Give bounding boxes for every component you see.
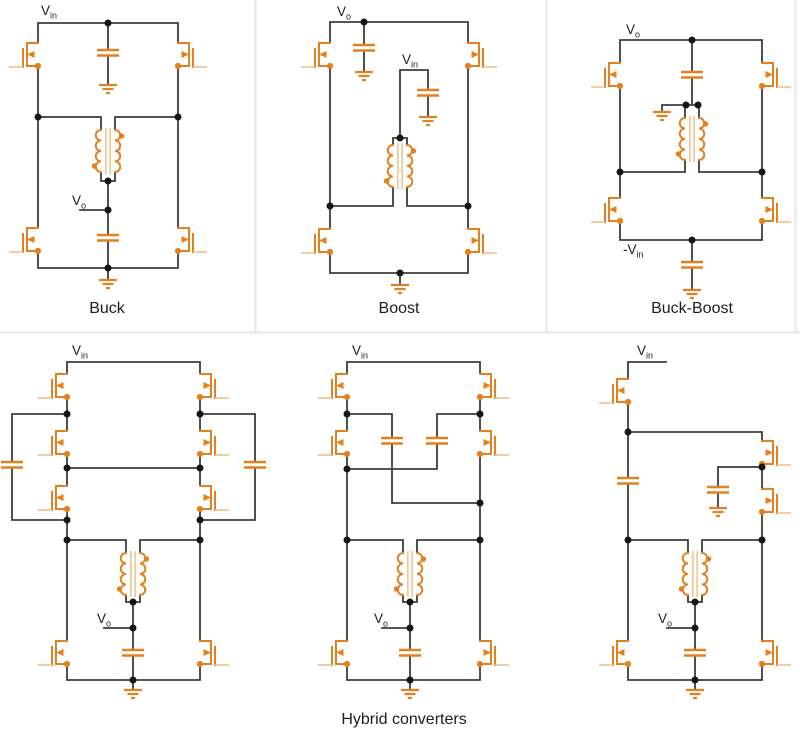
- hybrid2-vo-label: Vo: [374, 611, 389, 629]
- capacitor-icon: [351, 43, 377, 52]
- coupled-inductor-icon: [115, 550, 151, 598]
- mosfet-icon: [590, 62, 625, 91]
- hybrid-converters-title: Hybrid converters: [341, 711, 467, 728]
- ground-icon: [399, 688, 421, 700]
- hybrid3-vo-label: Vo: [658, 611, 673, 629]
- mosfet-icon: [197, 486, 229, 512]
- capacitor-icon: [705, 485, 731, 494]
- hybrid-converter-2: [317, 361, 509, 700]
- mosfet-icon: [197, 374, 229, 400]
- buck-vin-label: Vin: [41, 3, 58, 21]
- buck-vo-label: Vo: [72, 193, 87, 211]
- coupled-inductor-icon: [392, 550, 428, 598]
- coupled-inductor-icon: [382, 142, 418, 190]
- mosfet-icon: [37, 485, 72, 514]
- buck-circuit: [8, 19, 207, 290]
- hybrid3-vin-label: Vin: [637, 343, 654, 361]
- mosfet-icon: [598, 640, 633, 669]
- ground-icon: [681, 288, 703, 300]
- capacitor-icon: [415, 88, 441, 97]
- ground-icon: [389, 283, 411, 295]
- capacitor-icon: [679, 70, 705, 79]
- capacitor-icon: [95, 48, 121, 57]
- buck-boost-title: Buck-Boost: [651, 300, 733, 317]
- buck-boost-vo-label: Vo: [626, 22, 641, 40]
- coupled-inductor-icon: [90, 127, 126, 175]
- hybrid1-vin-label: Vin: [72, 343, 89, 361]
- capacitor-icon: [682, 648, 708, 657]
- capacitor-icon: [615, 476, 641, 485]
- ground-icon: [651, 110, 673, 122]
- mosfet-icon: [598, 378, 633, 407]
- hybrid-converter-1: [0, 361, 268, 700]
- buck-boost-vin-label: -Vin: [623, 242, 644, 260]
- mosfet-icon: [197, 431, 229, 457]
- hybrid1-vo-label: Vo: [97, 611, 112, 629]
- capacitor-icon: [242, 460, 268, 469]
- ground-icon: [684, 688, 706, 700]
- panel-dividers: [0, 0, 800, 334]
- ground-icon: [417, 115, 439, 127]
- mosfet-icon: [465, 43, 497, 69]
- mosfet-icon: [465, 229, 497, 255]
- mosfet-icon: [759, 63, 791, 89]
- mosfet-icon: [477, 641, 509, 667]
- buck-title: Buck: [89, 300, 125, 317]
- capacitor-icon: [424, 436, 450, 445]
- mosfet-icon: [759, 641, 791, 667]
- mosfet-icon: [477, 374, 509, 400]
- capacitor-icon: [0, 460, 25, 469]
- mosfet-icon: [300, 228, 335, 257]
- mosfet-icon: [317, 640, 352, 669]
- mosfet-icon: [37, 373, 72, 402]
- mosfet-icon: [37, 430, 72, 459]
- junction-dots: [326, 18, 472, 277]
- mosfet-icon: [477, 431, 509, 457]
- mosfet-icon: [8, 227, 43, 256]
- mosfet-icon: [8, 42, 43, 71]
- hybrid2-vin-label: Vin: [352, 343, 369, 361]
- junction-dots: [343, 410, 484, 684]
- capacitor-icon: [120, 648, 146, 657]
- mosfet-icon: [197, 641, 229, 667]
- boost-vin-label: Vin: [402, 52, 419, 70]
- mosfet-icon: [317, 430, 352, 459]
- capacitor-icon: [679, 260, 705, 269]
- mosfet-icon: [759, 198, 791, 224]
- ground-icon: [97, 83, 119, 95]
- ground-icon: [122, 688, 144, 700]
- capacitor-icon: [379, 436, 405, 445]
- mosfet-icon: [175, 43, 207, 69]
- mosfet-icon: [759, 441, 791, 467]
- buck-boost-circuit: [590, 36, 791, 300]
- mosfet-icon: [300, 42, 335, 71]
- mosfet-icon: [590, 197, 625, 226]
- boost-title: Boost: [378, 300, 420, 317]
- capacitor-icon: [95, 233, 121, 242]
- capacitor-icon: [397, 648, 423, 657]
- boost-circuit: [300, 18, 497, 295]
- mosfet-icon: [317, 373, 352, 402]
- boost-vo-label: Vo: [337, 4, 352, 22]
- mosfet-icon: [759, 489, 791, 515]
- junction-dots: [616, 36, 766, 244]
- ground-icon: [97, 278, 119, 290]
- coupled-inductor-icon: [674, 115, 710, 163]
- coupled-inductor-icon: [677, 550, 713, 598]
- mosfet-icon: [175, 228, 207, 254]
- ground-icon: [707, 506, 729, 518]
- mosfet-icon: [37, 640, 72, 669]
- ground-icon: [353, 70, 375, 82]
- hybrid-converter-3: [598, 361, 791, 700]
